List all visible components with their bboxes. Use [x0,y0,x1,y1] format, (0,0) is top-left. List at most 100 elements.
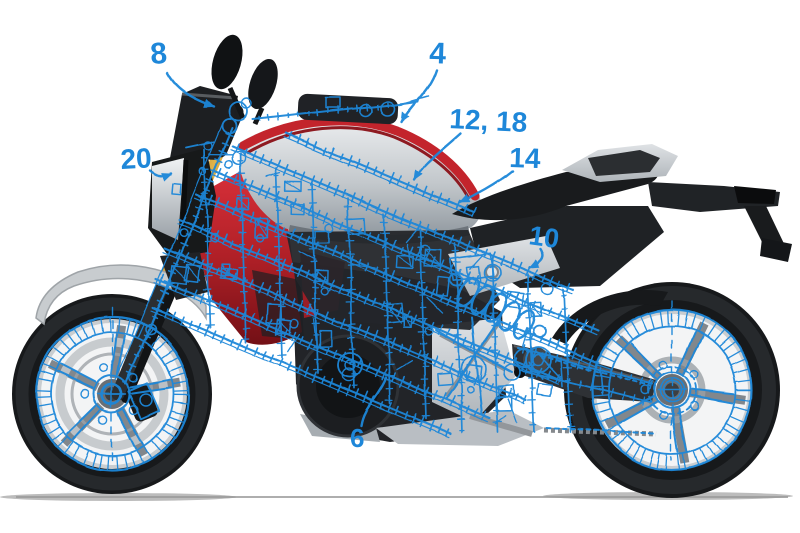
sketch-generated-mark [693,450,700,466]
mirror-stem-right [252,106,265,126]
sketch-generated-mark [421,186,428,197]
sketch-generated-mark [331,245,338,258]
sketch-generated-mark [483,263,501,281]
sketch-generated-mark [727,422,741,432]
sketch-generated-mark [659,377,685,403]
sketch-generated-mark [624,441,635,455]
sketch-generated-mark [371,297,377,307]
sketch-generated-mark [629,322,639,336]
sketch-generated-mark [150,306,452,435]
sketch-generated-mark [404,225,420,243]
sketch-generated-mark [123,454,128,469]
sketch-generated-mark [340,220,345,230]
sketch-generated-mark [706,443,716,457]
sketch-generated-mark [236,197,250,210]
sketch-generated-mark [344,359,356,371]
sketch-generated-mark [284,132,476,215]
sketch-generated-mark [134,353,140,357]
sketch-generated-mark [444,427,449,436]
sketch-generated-mark [328,377,334,388]
sketch-generated-mark [305,138,310,148]
sketch-generated-mark [539,355,651,387]
sketch-generated-mark [91,453,97,468]
sketch-generated-mark [184,263,201,283]
sketch-generated-mark [255,233,264,242]
sketch-generated-mark [198,224,203,234]
sketch-generated-mark [287,332,301,353]
sketch-generated-mark [216,268,221,276]
sketch-generated-mark [445,198,450,207]
sketch-generated-mark [432,355,439,367]
sketch-generated-mark [359,103,373,117]
sketch-generated-mark [430,288,435,298]
sketch-generated-mark [276,318,292,333]
sketch-generated-mark [395,360,413,371]
sketch-generated-mark [615,333,627,345]
sketch-generated-mark [528,361,544,380]
sketch-generated-mark [667,310,670,326]
sketch-generated-mark [362,391,369,403]
sketch-generated-mark [390,238,396,250]
sketch-generated-mark [499,385,504,393]
sketch-generated-mark [576,359,580,369]
sketch-generated-mark [639,316,647,331]
sketch-generated-mark [188,223,197,229]
sketch-generated-mark [254,217,268,238]
sketch-generated-mark [170,182,182,195]
sketch-generated-mark [36,390,51,392]
sketch-generated-mark [221,141,229,146]
sketch-generated-mark [380,301,385,309]
sketch-generated-mark [406,278,411,287]
callout-label-4: 4 [429,37,447,71]
sketch-generated-mark [169,365,183,372]
sketch-generated-mark [217,301,222,309]
sketch-generated-mark [382,335,389,347]
sketch-generated-mark [73,328,82,341]
sketch-generated-mark [396,175,402,186]
sketch-generated-mark [589,381,593,391]
sketch-generated-mark [307,204,313,216]
sketch-generated-mark [595,408,611,414]
sketch-generated-mark [592,394,608,397]
sketch-generated-mark [514,393,519,401]
front-tire-sidewall [15,297,209,491]
sketch-generated-mark [288,132,293,141]
sketch-generated-mark [239,151,247,344]
sketch-generated-mark [198,195,207,200]
sketch-generated-mark [387,401,393,412]
sketch-generated-mark [465,405,470,413]
sketch-generated-mark [358,196,364,206]
sketch-generated-mark [237,339,244,351]
sketch-generated-mark [600,355,614,363]
sketch-generated-mark [592,385,608,388]
sketch-generated-mark [203,141,213,151]
sketch-generated-mark [495,396,513,413]
sketch-generated-mark [712,439,723,452]
sketch-generated-mark [206,177,215,183]
sketch-generated-mark [698,317,706,332]
sketch-generated [34,95,754,472]
sketch-generated-mark [390,338,397,350]
sketch-generated-mark [152,307,162,312]
sketch-generated-mark [533,348,537,357]
tank-red-rim [238,116,480,201]
sketch-generated-mark [115,123,223,381]
sketch-generated-mark [559,357,563,387]
sketch-generated-mark [258,282,265,295]
sketch-generated-mark [380,100,396,116]
sketch-generated-mark [618,401,658,424]
sketch-generated-mark [677,454,681,470]
sketch-generated-mark [589,324,595,333]
sketch-generated-mark [136,324,144,339]
sketch-generated-mark [149,311,450,438]
sketch-generated-mark [268,158,273,167]
sketch-generated-mark [355,291,361,300]
sketch-generated-mark [209,233,220,243]
sketch-generated-mark [481,410,487,421]
sketch-generated-mark [347,216,367,235]
sketch-generated-mark [165,423,179,432]
sketch-generated-mark [730,415,746,423]
sketch-generated-mark [325,346,330,354]
sketch-generated-mark [435,329,513,373]
sketch-generated-mark [406,344,412,357]
